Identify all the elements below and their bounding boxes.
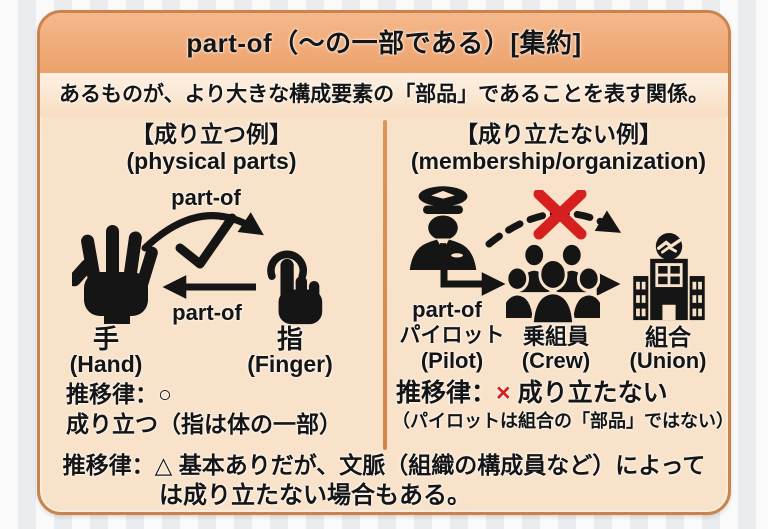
arc-arrow xyxy=(141,212,264,252)
left-heading-en: (physical parts) xyxy=(126,148,297,174)
union-label-en: (Union) xyxy=(629,348,707,373)
left-part-of-top-label: part-of xyxy=(171,185,241,210)
crew-icon xyxy=(506,241,600,326)
red-cross-mark: × xyxy=(496,379,511,407)
tap-finger-icon xyxy=(267,250,323,325)
pilot-label-jp: パイロット xyxy=(399,324,505,347)
red-x-icon xyxy=(533,190,587,240)
union-building-icon xyxy=(633,232,705,321)
right-heading-en: (membership/organization) xyxy=(410,148,707,174)
pilot-label-en: (Pilot) xyxy=(420,348,484,373)
crew-label-jp: 乗組員 xyxy=(522,324,589,349)
left-transitivity-line2: 成り立つ（指は体の一部） xyxy=(66,411,342,437)
left-relation-arrows xyxy=(141,212,264,299)
pilot-icon xyxy=(409,186,477,270)
handshake-icon xyxy=(657,238,681,250)
hand-label-en: (Hand) xyxy=(69,351,143,377)
footer-line2: は成り立たない場合もある。 xyxy=(159,482,471,509)
check-icon xyxy=(175,213,237,269)
page-title: part-of（～の一部である）[集約] xyxy=(186,28,582,58)
right-transitivity-line2: （パイロットは組合の「部品」ではない） xyxy=(392,411,731,431)
left-part-of-bottom-label: part-of xyxy=(172,300,242,325)
right-transitivity-line1: 推移律：× 成り立たない xyxy=(396,379,668,408)
footer-line1: 推移律：△ 基本ありだが、文脈（組織の構成員など）によって xyxy=(62,452,706,478)
subtitle-band: あるものが、より大きな構成要素の「部品」であることを表す関係。 xyxy=(40,73,728,117)
union-label-jp: 組合 xyxy=(645,324,691,350)
right-transitivity-suffix: 成り立たない xyxy=(510,379,668,407)
diagram-card: part-of（～の一部である）[集約] あるものが、より大きな構成要素の「部品… xyxy=(37,10,731,515)
finger-label-en: (Finger) xyxy=(247,351,333,377)
title-band: part-of（～の一部である）[集約] xyxy=(40,13,728,73)
crew-label-en: (Crew) xyxy=(521,348,591,373)
left-transitivity-line1: 推移律：○ xyxy=(66,381,172,407)
hand-icon xyxy=(72,225,158,324)
subtitle-text: あるものが、より大きな構成要素の「部品」であることを表す関係。 xyxy=(59,83,709,106)
right-part-of-label: part-of xyxy=(412,297,482,322)
left-heading-jp: 【成り立つ例】 xyxy=(131,121,292,147)
right-heading-jp: 【成り立たない例】 xyxy=(455,121,662,147)
dashed-arc-arrow xyxy=(485,209,622,248)
column-divider xyxy=(383,120,387,450)
right-transitivity-prefix: 推移律： xyxy=(396,379,497,407)
finger-label-jp: 指 xyxy=(276,324,303,354)
hand-label-jp: 手 xyxy=(92,324,119,354)
